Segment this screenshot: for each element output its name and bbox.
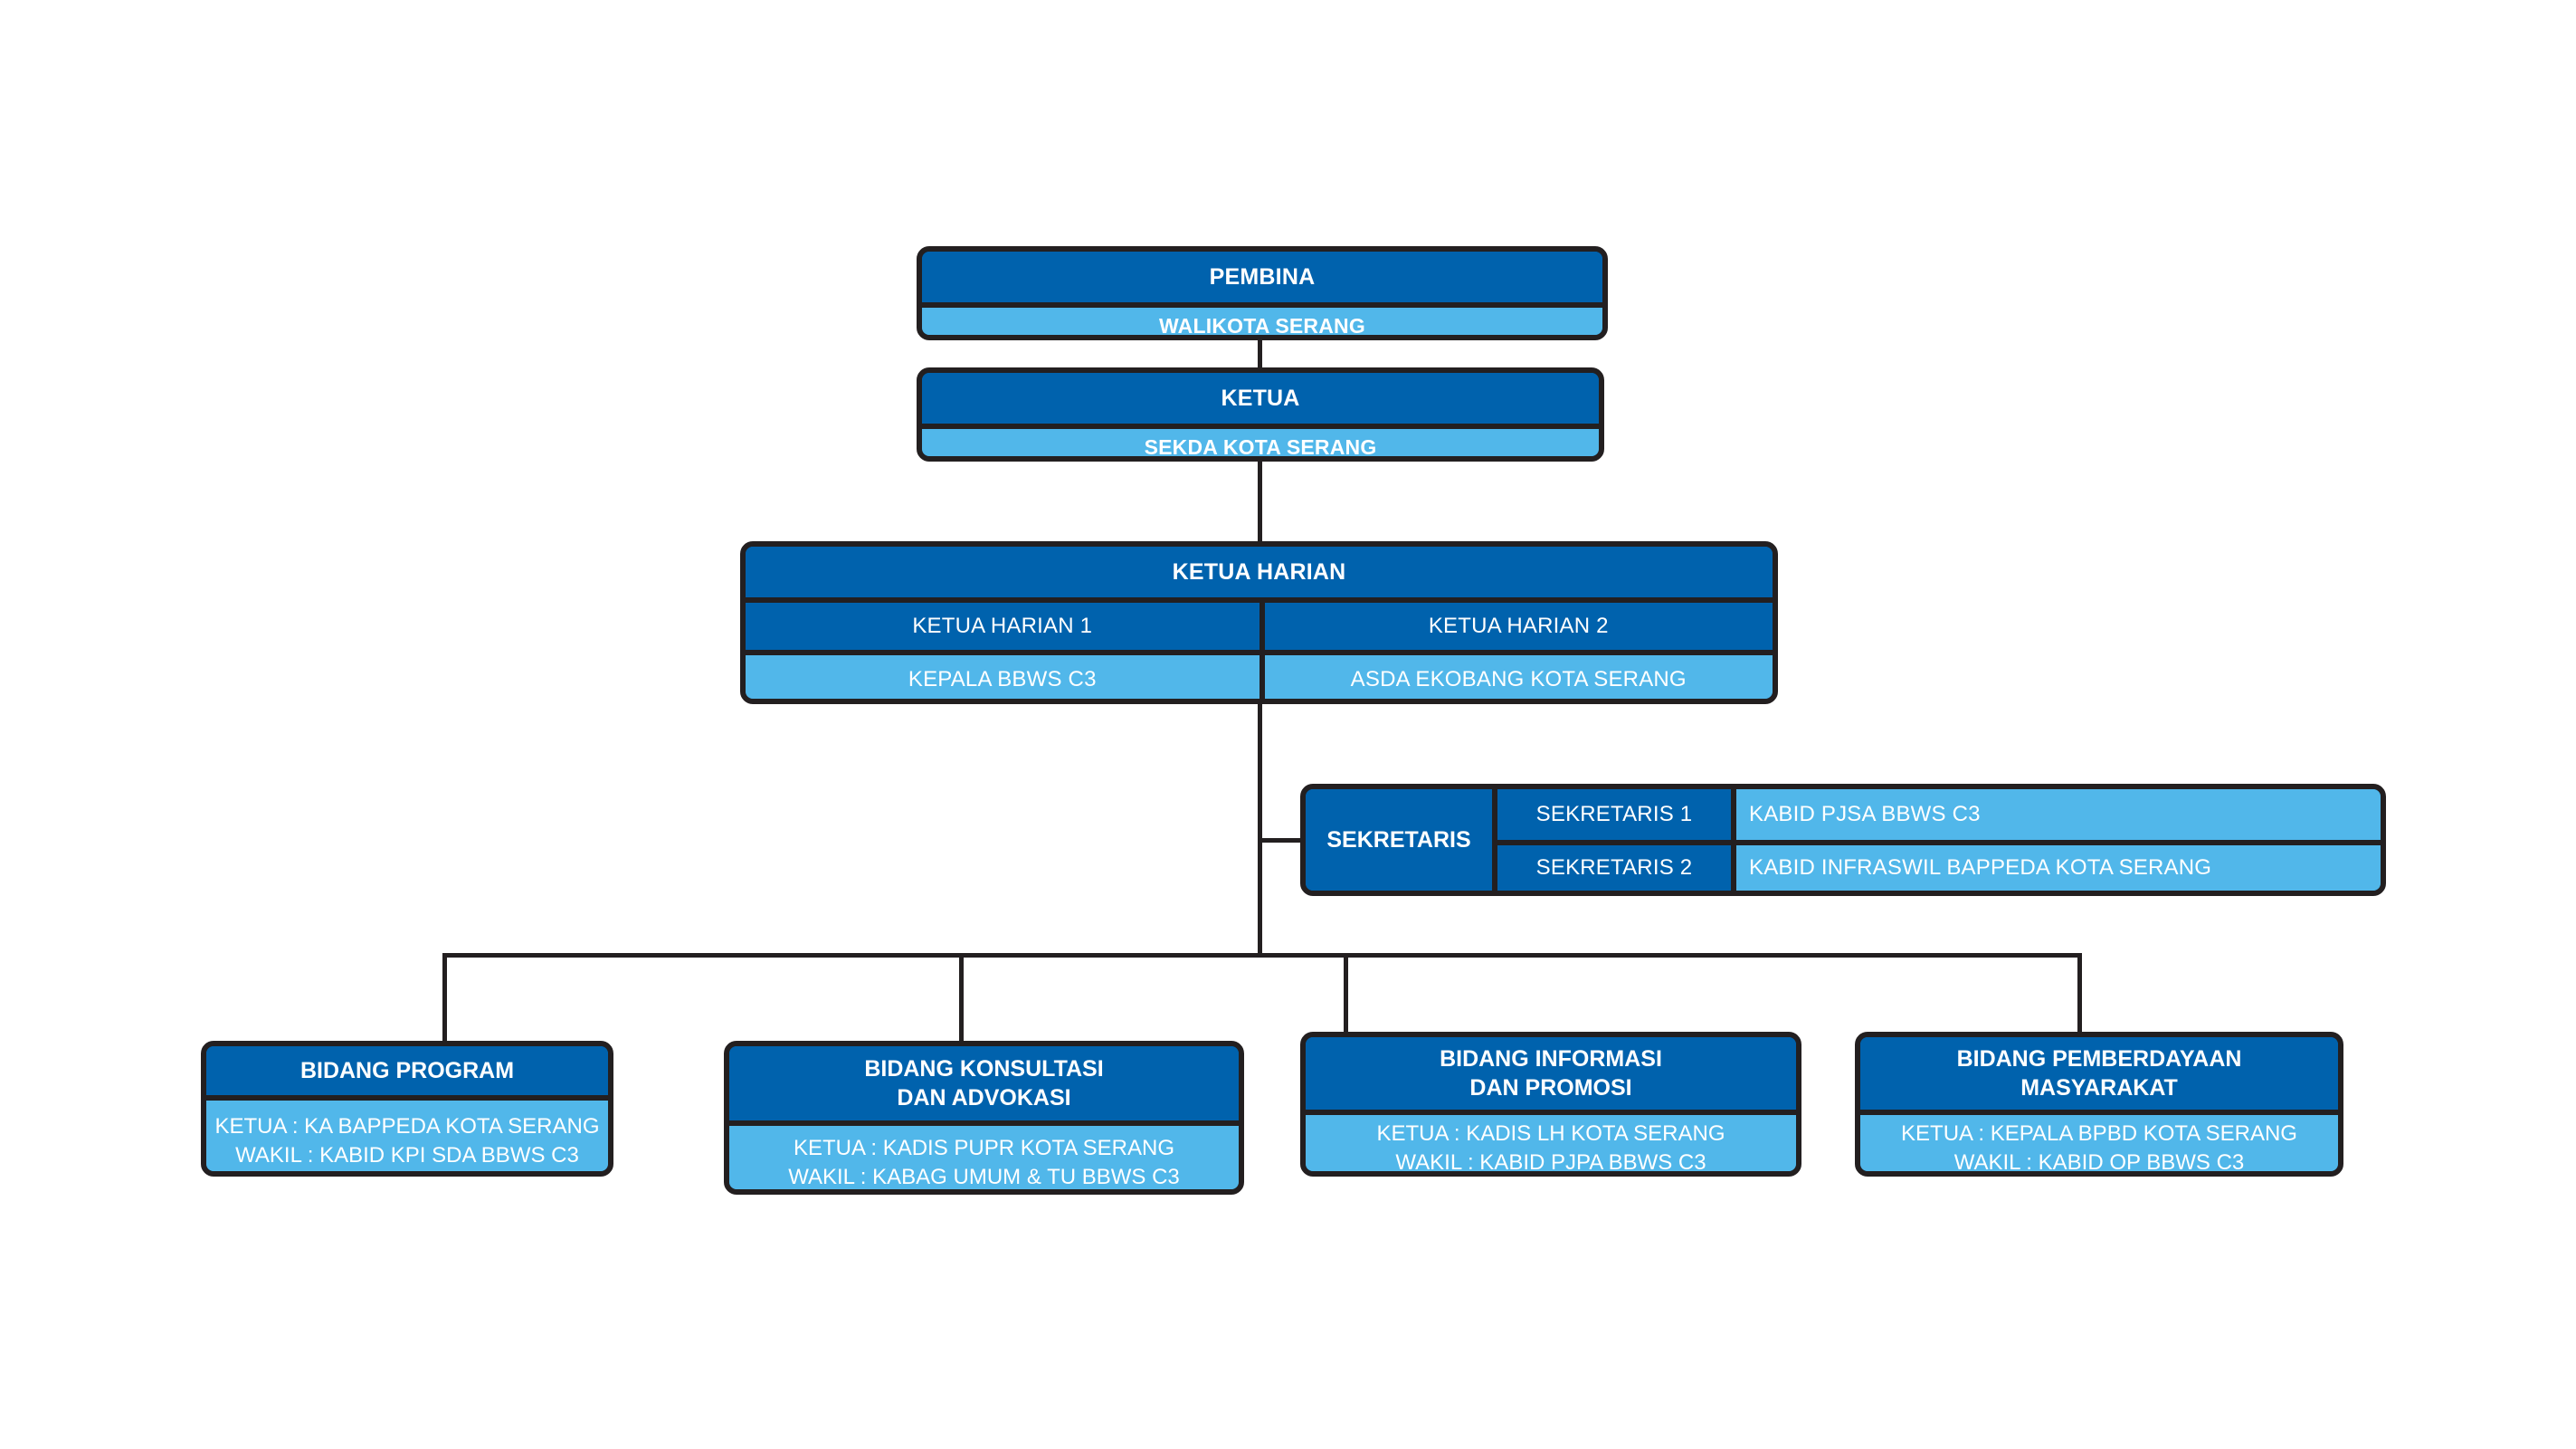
pembina-holder-row: WALIKOTA SERANG (922, 302, 1602, 335)
ketua-harian-1-role: KETUA HARIAN 1 (746, 603, 1259, 650)
bidang-informasi-title-line1: BIDANG INFORMASI (1440, 1046, 1662, 1072)
connector-ketua-to-ketuaharian (1258, 462, 1262, 543)
connector-drop-bidang-1 (442, 953, 447, 1044)
bidang-konsultasi-title-line1: BIDANG KONSULTASI (864, 1056, 1104, 1082)
sekretaris-1-role: SEKRETARIS 1 (1497, 789, 1731, 840)
bidang-pemberdayaan-ketua: KETUA : KEPALA BPBD KOTA SERANG (1901, 1121, 2297, 1147)
sekretaris-2-holder: KABID INFRASWIL BAPPEDA KOTA SERANG (1731, 845, 2381, 891)
bidang-konsultasi-wakil: WAKIL : KABAG UMUM & TU BBWS C3 (788, 1165, 1180, 1189)
node-bidang-informasi-promosi[interactable]: BIDANG INFORMASI DAN PROMOSI KETUA : KAD… (1300, 1032, 1801, 1177)
sekretaris-2-role: SEKRETARIS 2 (1497, 845, 1731, 891)
bidang-pemberdayaan-title-line1: BIDANG PEMBERDAYAAN (1956, 1046, 2242, 1072)
connector-trunk-to-sekretaris (1258, 838, 1305, 843)
node-sekretaris[interactable]: SEKRETARIS SEKRETARIS 1 KABID PJSA BBWS … (1300, 784, 2386, 896)
bidang-program-ketua: KETUA : KA BAPPEDA KOTA SERANG (214, 1114, 600, 1139)
pembina-holder: WALIKOTA SERANG (922, 308, 1602, 335)
bidang-pemberdayaan-members: KETUA : KEPALA BPBD KOTA SERANG WAKIL : … (1860, 1110, 2338, 1175)
bidang-informasi-wakil: WAKIL : KABID PJPA BBWS C3 (1395, 1150, 1706, 1175)
bidang-program-wakil: WAKIL : KABID KPI SDA BBWS C3 (235, 1143, 579, 1168)
pembina-title-row: PEMBINA (922, 252, 1602, 302)
connector-bidang-bus (442, 953, 2082, 958)
node-bidang-pemberdayaan-masyarakat[interactable]: BIDANG PEMBERDAYAAN MASYARAKAT KETUA : K… (1855, 1032, 2343, 1177)
ketua-harian-2-holder: ASDA EKOBANG KOTA SERANG (1259, 655, 1773, 699)
node-ketua[interactable]: KETUA SEKDA KOTA SERANG (917, 367, 1604, 462)
connector-pembina-to-ketua (1258, 340, 1262, 369)
ketua-harian-title-row: KETUA HARIAN (746, 547, 1773, 597)
ketua-harian-2-role: KETUA HARIAN 2 (1259, 603, 1773, 650)
node-bidang-program[interactable]: BIDANG PROGRAM KETUA : KA BAPPEDA KOTA S… (201, 1041, 613, 1177)
node-pembina[interactable]: PEMBINA WALIKOTA SERANG (917, 246, 1608, 340)
bidang-program-title: BIDANG PROGRAM (206, 1046, 608, 1095)
bidang-informasi-title-line2: DAN PROMOSI (1469, 1075, 1632, 1101)
ketua-harian-holder-row: KEPALA BBWS C3 ASDA EKOBANG KOTA SERANG (746, 650, 1773, 699)
ketua-holder-row: SEKDA KOTA SERANG (922, 424, 1599, 456)
ketua-holder: SEKDA KOTA SERANG (922, 429, 1599, 456)
sekretaris-1-holder: KABID PJSA BBWS C3 (1731, 789, 2381, 840)
node-bidang-konsultasi-advokasi[interactable]: BIDANG KONSULTASI DAN ADVOKASI KETUA : K… (724, 1041, 1244, 1195)
connector-ketuaharian-trunk (1258, 702, 1262, 956)
connector-drop-bidang-2 (959, 953, 964, 1044)
ketua-harian-title: KETUA HARIAN (746, 547, 1773, 597)
ketua-title: KETUA (922, 373, 1599, 424)
connector-drop-bidang-3 (1344, 953, 1348, 1034)
ketua-harian-1-holder: KEPALA BBWS C3 (746, 655, 1259, 699)
node-ketua-harian[interactable]: KETUA HARIAN KETUA HARIAN 1 KETUA HARIAN… (740, 541, 1778, 704)
bidang-konsultasi-title: BIDANG KONSULTASI DAN ADVOKASI (729, 1046, 1239, 1120)
ketua-title-row: KETUA (922, 373, 1599, 424)
connector-drop-bidang-4 (2077, 953, 2082, 1034)
bidang-informasi-title: BIDANG INFORMASI DAN PROMOSI (1306, 1037, 1796, 1110)
bidang-pemberdayaan-title: BIDANG PEMBERDAYAAN MASYARAKAT (1860, 1037, 2338, 1110)
pembina-title: PEMBINA (922, 252, 1602, 302)
sekretaris-slots: SEKRETARIS 1 KABID PJSA BBWS C3 SEKRETAR… (1497, 789, 2381, 891)
bidang-informasi-members: KETUA : KADIS LH KOTA SERANG WAKIL : KAB… (1306, 1110, 1796, 1175)
bidang-pemberdayaan-title-line2: MASYARAKAT (2020, 1075, 2178, 1101)
bidang-program-members: KETUA : KA BAPPEDA KOTA SERANG WAKIL : K… (206, 1095, 608, 1171)
bidang-pemberdayaan-wakil: WAKIL : KABID OP BBWS C3 (1953, 1150, 2245, 1175)
sekretaris-row-2: SEKRETARIS 2 KABID INFRASWIL BAPPEDA KOT… (1497, 840, 2381, 891)
bidang-program-title-line1: BIDANG PROGRAM (299, 1058, 515, 1083)
bidang-informasi-ketua: KETUA : KADIS LH KOTA SERANG (1376, 1121, 1725, 1147)
ketua-harian-role-row: KETUA HARIAN 1 KETUA HARIAN 2 (746, 597, 1773, 650)
bidang-konsultasi-title-line2: DAN ADVOKASI (897, 1085, 1071, 1111)
sekretaris-row-1: SEKRETARIS 1 KABID PJSA BBWS C3 (1497, 789, 2381, 840)
sekretaris-label: SEKRETARIS (1306, 789, 1497, 891)
bidang-konsultasi-ketua: KETUA : KADIS PUPR KOTA SERANG (794, 1136, 1174, 1161)
bidang-konsultasi-members: KETUA : KADIS PUPR KOTA SERANG WAKIL : K… (729, 1120, 1239, 1189)
